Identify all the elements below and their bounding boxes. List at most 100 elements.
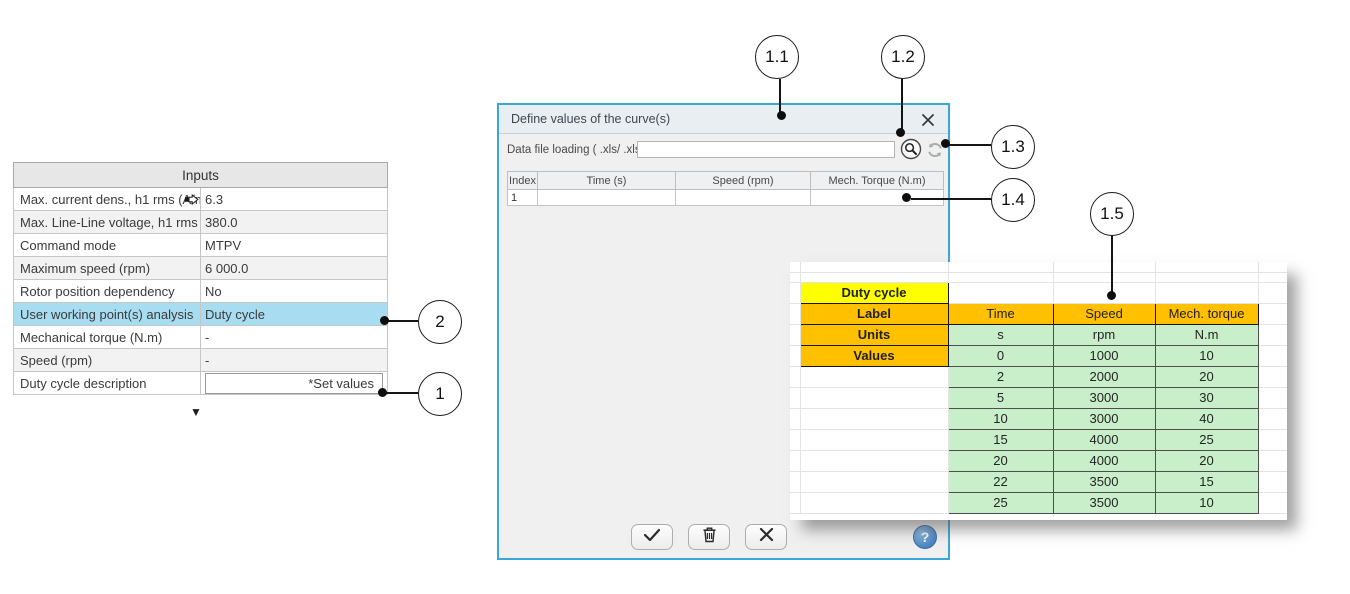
curve-table-cell[interactable]: 1 <box>507 189 538 206</box>
spreadsheet-cell[interactable] <box>800 387 949 409</box>
spreadsheet-cell[interactable]: 22 <box>947 470 1054 493</box>
spreadsheet-cell[interactable]: 2 <box>947 365 1054 388</box>
close-icon[interactable] <box>921 113 935 127</box>
spreadsheet-cell[interactable] <box>790 282 801 304</box>
browse-file-button[interactable] <box>900 138 922 160</box>
spreadsheet-cell[interactable]: 20 <box>947 449 1054 472</box>
curve-table-row[interactable]: 1 <box>507 189 944 206</box>
spreadsheet-cell[interactable] <box>1053 262 1156 273</box>
spreadsheet-cell[interactable] <box>1258 345 1287 367</box>
confirm-button[interactable] <box>631 524 673 550</box>
input-row-value[interactable]: - <box>200 348 388 372</box>
spreadsheet-cell[interactable] <box>790 450 801 472</box>
spreadsheet-cell[interactable] <box>790 366 801 388</box>
spreadsheet-cell[interactable] <box>948 272 1054 283</box>
input-row-value[interactable]: Duty cycle <box>200 302 388 326</box>
spreadsheet-cell[interactable] <box>1155 262 1259 273</box>
spreadsheet-cell[interactable]: 25 <box>1154 428 1259 451</box>
spreadsheet-cell[interactable]: s <box>947 323 1054 346</box>
spreadsheet-cell[interactable]: 10 <box>1154 491 1259 514</box>
spreadsheet-cell[interactable] <box>1258 324 1287 346</box>
inputs-row[interactable]: Max. Line-Line voltage, h1 rms (V)380.0 <box>13 210 388 234</box>
spreadsheet-cell[interactable]: Units <box>799 323 949 346</box>
spreadsheet-cell[interactable] <box>800 450 949 472</box>
spreadsheet-cell[interactable]: rpm <box>1052 323 1156 346</box>
spreadsheet-cell[interactable]: 3000 <box>1052 386 1156 409</box>
spreadsheet-cell[interactable] <box>1258 408 1287 430</box>
dialog-titlebar[interactable]: Define values of the curve(s) <box>499 105 948 134</box>
spreadsheet-cell[interactable]: Speed <box>1052 302 1156 325</box>
spreadsheet-cell[interactable] <box>790 345 801 367</box>
spreadsheet-cell[interactable] <box>800 471 949 493</box>
spreadsheet-cell[interactable]: 3000 <box>1052 407 1156 430</box>
spreadsheet-cell[interactable]: 0 <box>947 344 1054 367</box>
spreadsheet-cell[interactable]: Duty cycle <box>799 281 949 304</box>
inputs-row[interactable]: Maximum speed (rpm)6 000.0 <box>13 256 388 280</box>
spreadsheet-cell[interactable]: 4000 <box>1052 449 1156 472</box>
curve-table-cell[interactable] <box>537 189 676 206</box>
spreadsheet-cell[interactable] <box>1258 450 1287 472</box>
spreadsheet-cell[interactable] <box>948 282 1054 304</box>
spreadsheet-cell[interactable] <box>1258 429 1287 451</box>
cancel-button[interactable] <box>745 524 787 550</box>
spreadsheet-cell[interactable] <box>800 429 949 451</box>
spreadsheet-cell[interactable]: 3500 <box>1052 491 1156 514</box>
input-row-value[interactable]: - <box>200 325 388 349</box>
set-values-button[interactable]: *Set values <box>205 372 383 394</box>
spreadsheet-cell[interactable] <box>800 262 949 273</box>
delete-button[interactable] <box>688 524 730 550</box>
spreadsheet-cell[interactable] <box>790 492 801 514</box>
inputs-row[interactable]: Duty cycle description*Set values <box>13 371 388 395</box>
inputs-row[interactable]: Speed (rpm)- <box>13 348 388 372</box>
spreadsheet-cell[interactable] <box>790 272 801 283</box>
input-row-value[interactable]: 380.0 <box>200 210 388 234</box>
spreadsheet-cell[interactable]: 2000 <box>1052 365 1156 388</box>
spreadsheet-cell[interactable] <box>1155 272 1259 283</box>
inputs-row[interactable]: Max. current dens., h1 rms (A/mm2)6.3 <box>13 187 388 211</box>
spreadsheet-cell[interactable]: 1000 <box>1052 344 1156 367</box>
spreadsheet-cell[interactable]: 25 <box>947 491 1054 514</box>
spreadsheet-cell[interactable]: N.m <box>1154 323 1259 346</box>
input-row-value[interactable]: 6.3 <box>200 187 388 211</box>
spreadsheet-cell[interactable] <box>1053 282 1156 304</box>
spreadsheet-cell[interactable]: Time <box>947 302 1054 325</box>
spreadsheet-cell[interactable]: 4000 <box>1052 428 1156 451</box>
spreadsheet-cell[interactable]: 3500 <box>1052 470 1156 493</box>
spreadsheet-cell[interactable]: 20 <box>1154 365 1259 388</box>
spreadsheet-cell[interactable] <box>800 408 949 430</box>
input-row-value[interactable]: MTPV <box>200 233 388 257</box>
spreadsheet-cell[interactable] <box>1053 272 1156 283</box>
spreadsheet-cell[interactable]: Label <box>799 302 949 325</box>
spreadsheet-cell[interactable]: 15 <box>947 428 1054 451</box>
spreadsheet-cell[interactable] <box>1258 303 1287 325</box>
spreadsheet-cell[interactable]: Mech. torque <box>1154 302 1259 325</box>
spreadsheet-cell[interactable] <box>948 262 1054 273</box>
spreadsheet-cell[interactable] <box>1155 282 1259 304</box>
spreadsheet-cell[interactable] <box>1258 282 1287 304</box>
spreadsheet-cell[interactable]: Values <box>799 344 949 367</box>
spreadsheet-cell[interactable] <box>790 324 801 346</box>
spreadsheet-cell[interactable]: 10 <box>947 407 1054 430</box>
spreadsheet-cell[interactable] <box>800 272 949 283</box>
curve-table-cell[interactable] <box>675 189 811 206</box>
spreadsheet-cell[interactable] <box>1258 387 1287 409</box>
spreadsheet-cell[interactable] <box>790 387 801 409</box>
spreadsheet-cell[interactable]: 40 <box>1154 407 1259 430</box>
spreadsheet-cell[interactable] <box>1258 262 1287 273</box>
spreadsheet-cell[interactable] <box>790 429 801 451</box>
help-icon[interactable]: ? <box>913 525 937 549</box>
spreadsheet-cell[interactable]: 20 <box>1154 449 1259 472</box>
spreadsheet-cell[interactable] <box>790 262 801 273</box>
spreadsheet-cell[interactable] <box>800 366 949 388</box>
spreadsheet-cell[interactable]: 30 <box>1154 386 1259 409</box>
spreadsheet-cell[interactable]: 15 <box>1154 470 1259 493</box>
inputs-row[interactable]: Mechanical torque (N.m)- <box>13 325 388 349</box>
spreadsheet-cell[interactable] <box>790 471 801 493</box>
spreadsheet-cell[interactable] <box>1258 272 1287 283</box>
curve-table-cell[interactable] <box>810 189 944 206</box>
spreadsheet-cell[interactable]: 10 <box>1154 344 1259 367</box>
spreadsheet-cell[interactable] <box>1258 471 1287 493</box>
